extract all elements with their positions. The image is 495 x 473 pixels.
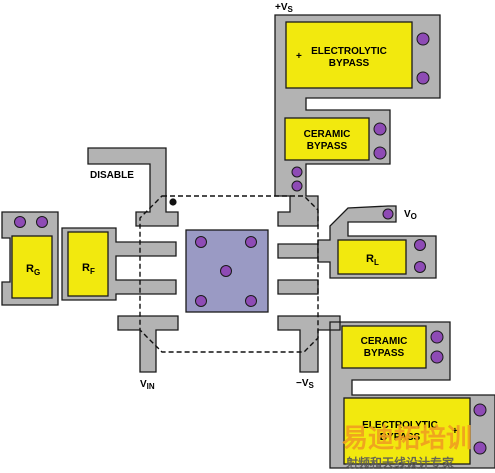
right-pin-2 xyxy=(277,279,319,295)
rf-label: RF xyxy=(82,262,95,276)
via xyxy=(416,32,430,46)
polarity-mark: + xyxy=(452,426,458,437)
package-outline xyxy=(139,195,319,353)
rl-label: RL xyxy=(366,253,379,267)
via xyxy=(473,403,487,417)
via xyxy=(416,71,430,85)
via xyxy=(373,146,387,160)
via-group xyxy=(14,32,487,455)
rg-resistor: RG xyxy=(11,235,53,299)
vin-label: VIN xyxy=(140,379,155,391)
watermark-title: 易迪拓培训 xyxy=(342,424,472,454)
via xyxy=(36,216,48,228)
via xyxy=(245,236,257,248)
rf-resistor: RF xyxy=(67,231,109,297)
via xyxy=(473,441,487,455)
pin-1-indicator xyxy=(169,198,177,206)
via xyxy=(414,261,426,273)
rl-resistor: RL xyxy=(337,239,407,275)
watermark: 易迪拓培训 射频和天线设计专家 xyxy=(342,424,472,470)
minus-vs-label: −VS xyxy=(296,378,315,390)
component-label: ELECTROLYTIC xyxy=(362,420,438,431)
electrolytic-bypass-bottom: ELECTROLYTIC BYPASS + xyxy=(343,397,471,465)
via xyxy=(291,166,303,178)
component-label: BYPASS xyxy=(380,432,421,443)
component-label: CERAMIC xyxy=(361,336,408,347)
ceramic-bypass-bottom: CERAMIC BYPASS xyxy=(341,325,427,369)
plus-vs-label: +VS xyxy=(275,2,294,14)
vo-label: VO xyxy=(404,209,417,221)
via xyxy=(373,122,387,136)
via xyxy=(195,236,207,248)
via xyxy=(14,216,26,228)
component-label: BYPASS xyxy=(364,348,405,359)
via xyxy=(245,295,257,307)
via xyxy=(220,265,232,277)
vin-trace xyxy=(117,315,179,373)
polarity-mark: + xyxy=(296,51,302,62)
via xyxy=(382,208,394,220)
rg-label: RG xyxy=(26,263,40,277)
disable-label: DISABLE xyxy=(90,170,134,181)
component-label: BYPASS xyxy=(329,58,370,69)
via xyxy=(291,180,303,192)
component-label: CERAMIC xyxy=(304,129,351,140)
ceramic-bypass-top: CERAMIC BYPASS xyxy=(284,117,370,161)
component-label: ELECTROLYTIC xyxy=(311,46,387,57)
right-pin-1 xyxy=(277,243,319,259)
disable-trace xyxy=(87,147,179,227)
watermark-subtitle: 射频和天线设计专家 xyxy=(345,455,455,470)
electrolytic-bypass-top: + ELECTROLYTIC BYPASS xyxy=(285,21,413,89)
via xyxy=(430,330,444,344)
via xyxy=(414,239,426,251)
via xyxy=(430,350,444,364)
via xyxy=(195,295,207,307)
component-label: BYPASS xyxy=(307,141,348,152)
